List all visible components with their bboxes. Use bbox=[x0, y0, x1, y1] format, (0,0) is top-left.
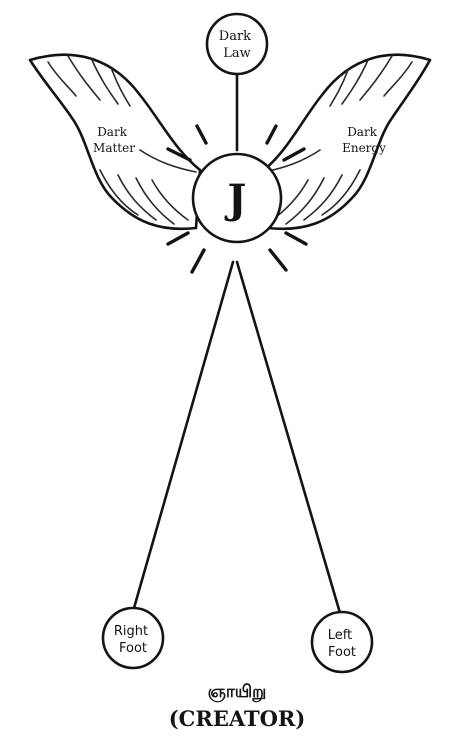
ray bbox=[192, 250, 204, 272]
leg-right-foot bbox=[134, 262, 233, 608]
ray bbox=[286, 233, 306, 244]
leg-left-foot bbox=[237, 262, 340, 613]
center-node: J bbox=[193, 154, 281, 242]
caption-tamil: ஞாயிறு bbox=[208, 682, 267, 702]
center-letter: J bbox=[225, 176, 247, 223]
right-wing: Dark Energy bbox=[264, 55, 430, 229]
ray bbox=[270, 250, 286, 270]
top-node-circle bbox=[207, 14, 267, 74]
ray bbox=[267, 126, 276, 143]
left-wing: Dark Matter bbox=[30, 55, 200, 229]
caption-english: (CREATOR) bbox=[169, 706, 306, 731]
ray bbox=[168, 233, 188, 244]
top-node: Dark Law bbox=[207, 14, 267, 74]
right-foot-node: Right Foot bbox=[103, 608, 163, 668]
ray bbox=[197, 126, 206, 143]
left-foot-node: Left Foot bbox=[312, 612, 372, 672]
